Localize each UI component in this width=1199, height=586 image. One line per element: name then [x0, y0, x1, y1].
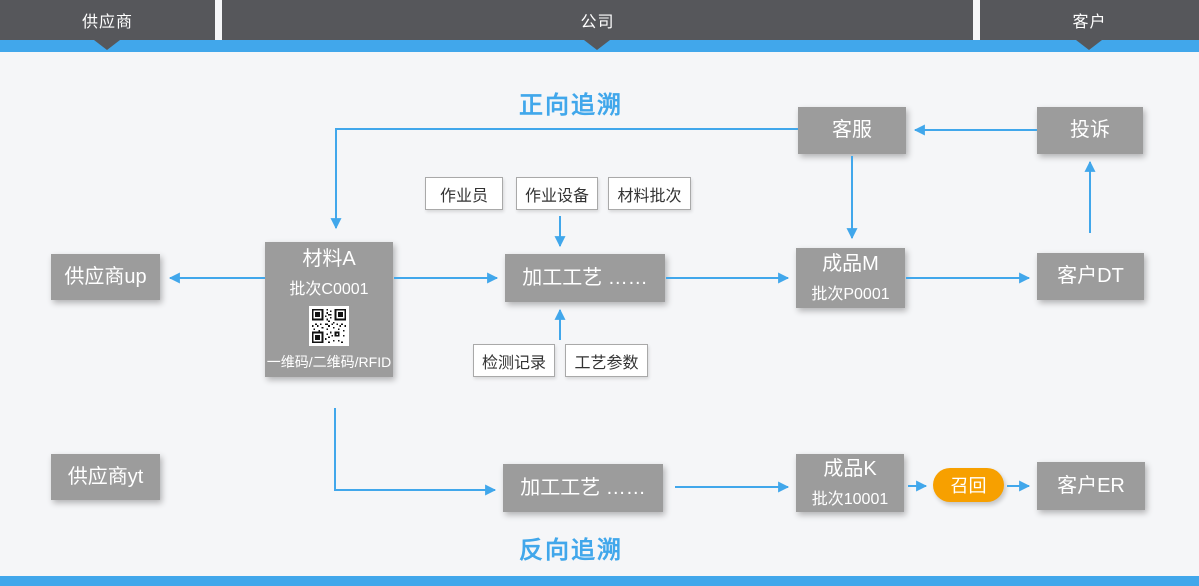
- node-label: 投诉: [1070, 119, 1110, 141]
- header-segment-customer: 客户: [980, 0, 1199, 40]
- node-supplier-up: 供应商up: [51, 254, 160, 300]
- node-customer-service: 客服: [798, 107, 906, 154]
- backward-trace-title: 反向追溯: [519, 537, 623, 564]
- node-label: 加工工艺 ……: [520, 476, 646, 499]
- node-process-1: 加工工艺 ……: [505, 254, 665, 302]
- node-label: 供应商yt: [67, 465, 144, 488]
- node-product-k: 成品K 批次10001: [796, 454, 904, 512]
- batch-number: 批次10001: [811, 491, 889, 508]
- batch-number: 批次P0001: [811, 286, 890, 303]
- node-process-2: 加工工艺 ……: [503, 464, 663, 512]
- node-label: 客户ER: [1057, 474, 1125, 497]
- header-segment-supplier: 供应商: [0, 0, 215, 40]
- node-material-a: 材料A 批次C0001: [265, 242, 393, 377]
- code-types-label: 一维码/二维码/RFID: [266, 354, 392, 370]
- node-label: 加工工艺 ……: [522, 266, 648, 289]
- triangle-down-icon: [584, 40, 610, 50]
- node-label: 成品M: [822, 253, 879, 275]
- header-label-supplier: 供应商: [81, 14, 133, 31]
- triangle-down-icon: [94, 40, 120, 50]
- node-supplier-yt: 供应商yt: [51, 454, 160, 500]
- header-label-customer: 客户: [1072, 14, 1107, 31]
- node-customer-er: 客户ER: [1037, 462, 1145, 510]
- node-label: 客服: [832, 119, 872, 141]
- tag-label: 检测记录: [481, 354, 546, 372]
- tag-equipment: 作业设备: [516, 177, 598, 210]
- node-label: 供应商up: [64, 265, 147, 288]
- tag-process-params: 工艺参数: [565, 344, 648, 377]
- tag-label: 材料批次: [617, 187, 682, 205]
- tag-label: 作业设备: [524, 187, 589, 205]
- node-complaint: 投诉: [1037, 107, 1143, 154]
- node-label: 成品K: [823, 458, 877, 480]
- batch-number: 批次C0001: [289, 281, 369, 298]
- forward-trace-title: 正向追溯: [519, 92, 623, 119]
- tag-label: 工艺参数: [574, 354, 639, 372]
- triangle-down-icon: [1076, 40, 1102, 50]
- tag-inspection-record: 检测记录: [473, 344, 555, 377]
- node-customer-dt: 客户DT: [1037, 253, 1144, 300]
- recall-badge: 召回: [933, 468, 1004, 502]
- bottom-blue-strip: [0, 576, 1199, 586]
- tag-material-batch: 材料批次: [608, 177, 691, 210]
- header-label-company: 公司: [580, 14, 615, 31]
- node-label: 客户DT: [1057, 265, 1124, 287]
- node-product-m: 成品M 批次P0001: [796, 248, 905, 308]
- node-label: 材料A: [302, 248, 356, 270]
- header-segment-company: 公司: [222, 0, 973, 40]
- tag-label: 作业员: [439, 187, 488, 205]
- recall-label: 召回: [950, 476, 987, 496]
- qr-code-icon: [309, 306, 349, 346]
- tag-operator: 作业员: [425, 177, 503, 210]
